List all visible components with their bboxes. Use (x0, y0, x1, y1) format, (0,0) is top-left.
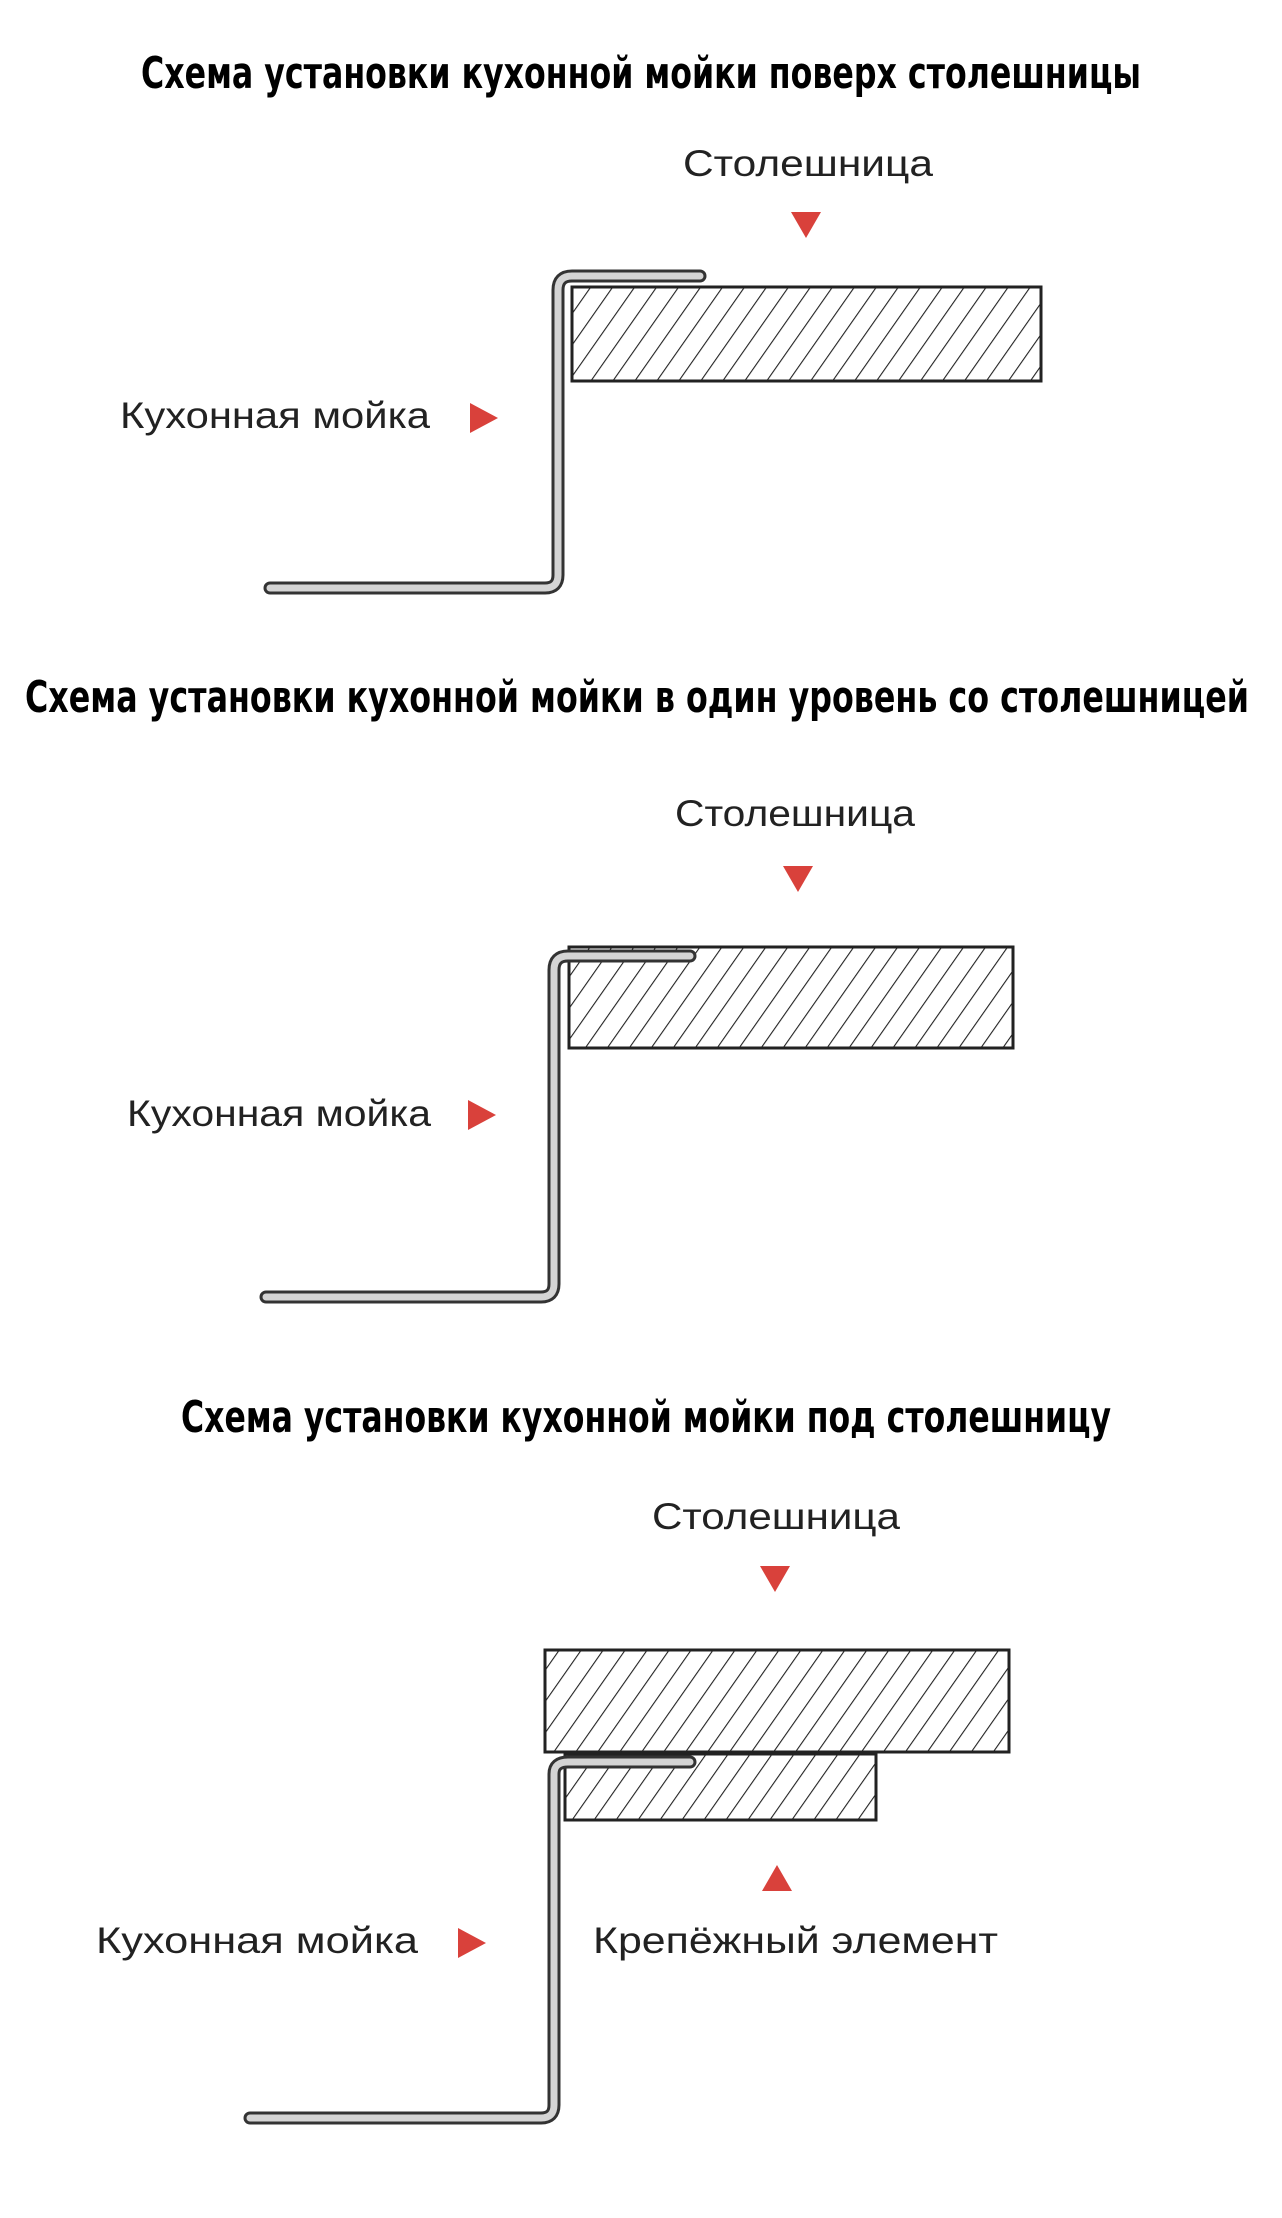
up-arrow-icon (762, 1865, 792, 1891)
right-arrow-icon (470, 403, 498, 433)
sink-profile (243, 1755, 697, 2125)
sink-label: Кухонная мойка (96, 1920, 418, 1961)
countertop-label: Столешница (652, 1496, 900, 1537)
diagram-title: Схема установки кухонной мойки поверх ст… (141, 48, 1141, 99)
countertop-label: Столешница (683, 143, 933, 184)
sink-profile (263, 269, 707, 595)
diagram-title: Схема установки кухонной мойки под столе… (181, 1392, 1111, 1443)
countertop-hatched (543, 1648, 1011, 1754)
down-arrow-icon (783, 866, 813, 892)
sink-label: Кухонная мойка (120, 395, 430, 436)
countertop-hatched (567, 945, 1015, 1050)
countertop-hatched (570, 285, 1043, 383)
sink-label: Кухонная мойка (127, 1093, 431, 1134)
diagram-flush: Схема установки кухонной мойки в один ур… (25, 672, 1249, 1304)
diagram-undermount: Схема установки кухонной мойки под столе… (96, 1392, 1111, 2125)
right-arrow-icon (458, 1928, 486, 1958)
fastener-label: Крепёжный элемент (593, 1920, 998, 1961)
countertop-label: Столешница (675, 793, 915, 834)
down-arrow-icon (760, 1566, 790, 1592)
diagram-title: Схема установки кухонной мойки в один ур… (25, 672, 1249, 723)
diagram-overmount: Схема установки кухонной мойки поверх ст… (120, 48, 1141, 595)
sink-profile (259, 949, 697, 1304)
down-arrow-icon (791, 212, 821, 238)
right-arrow-icon (468, 1100, 496, 1130)
